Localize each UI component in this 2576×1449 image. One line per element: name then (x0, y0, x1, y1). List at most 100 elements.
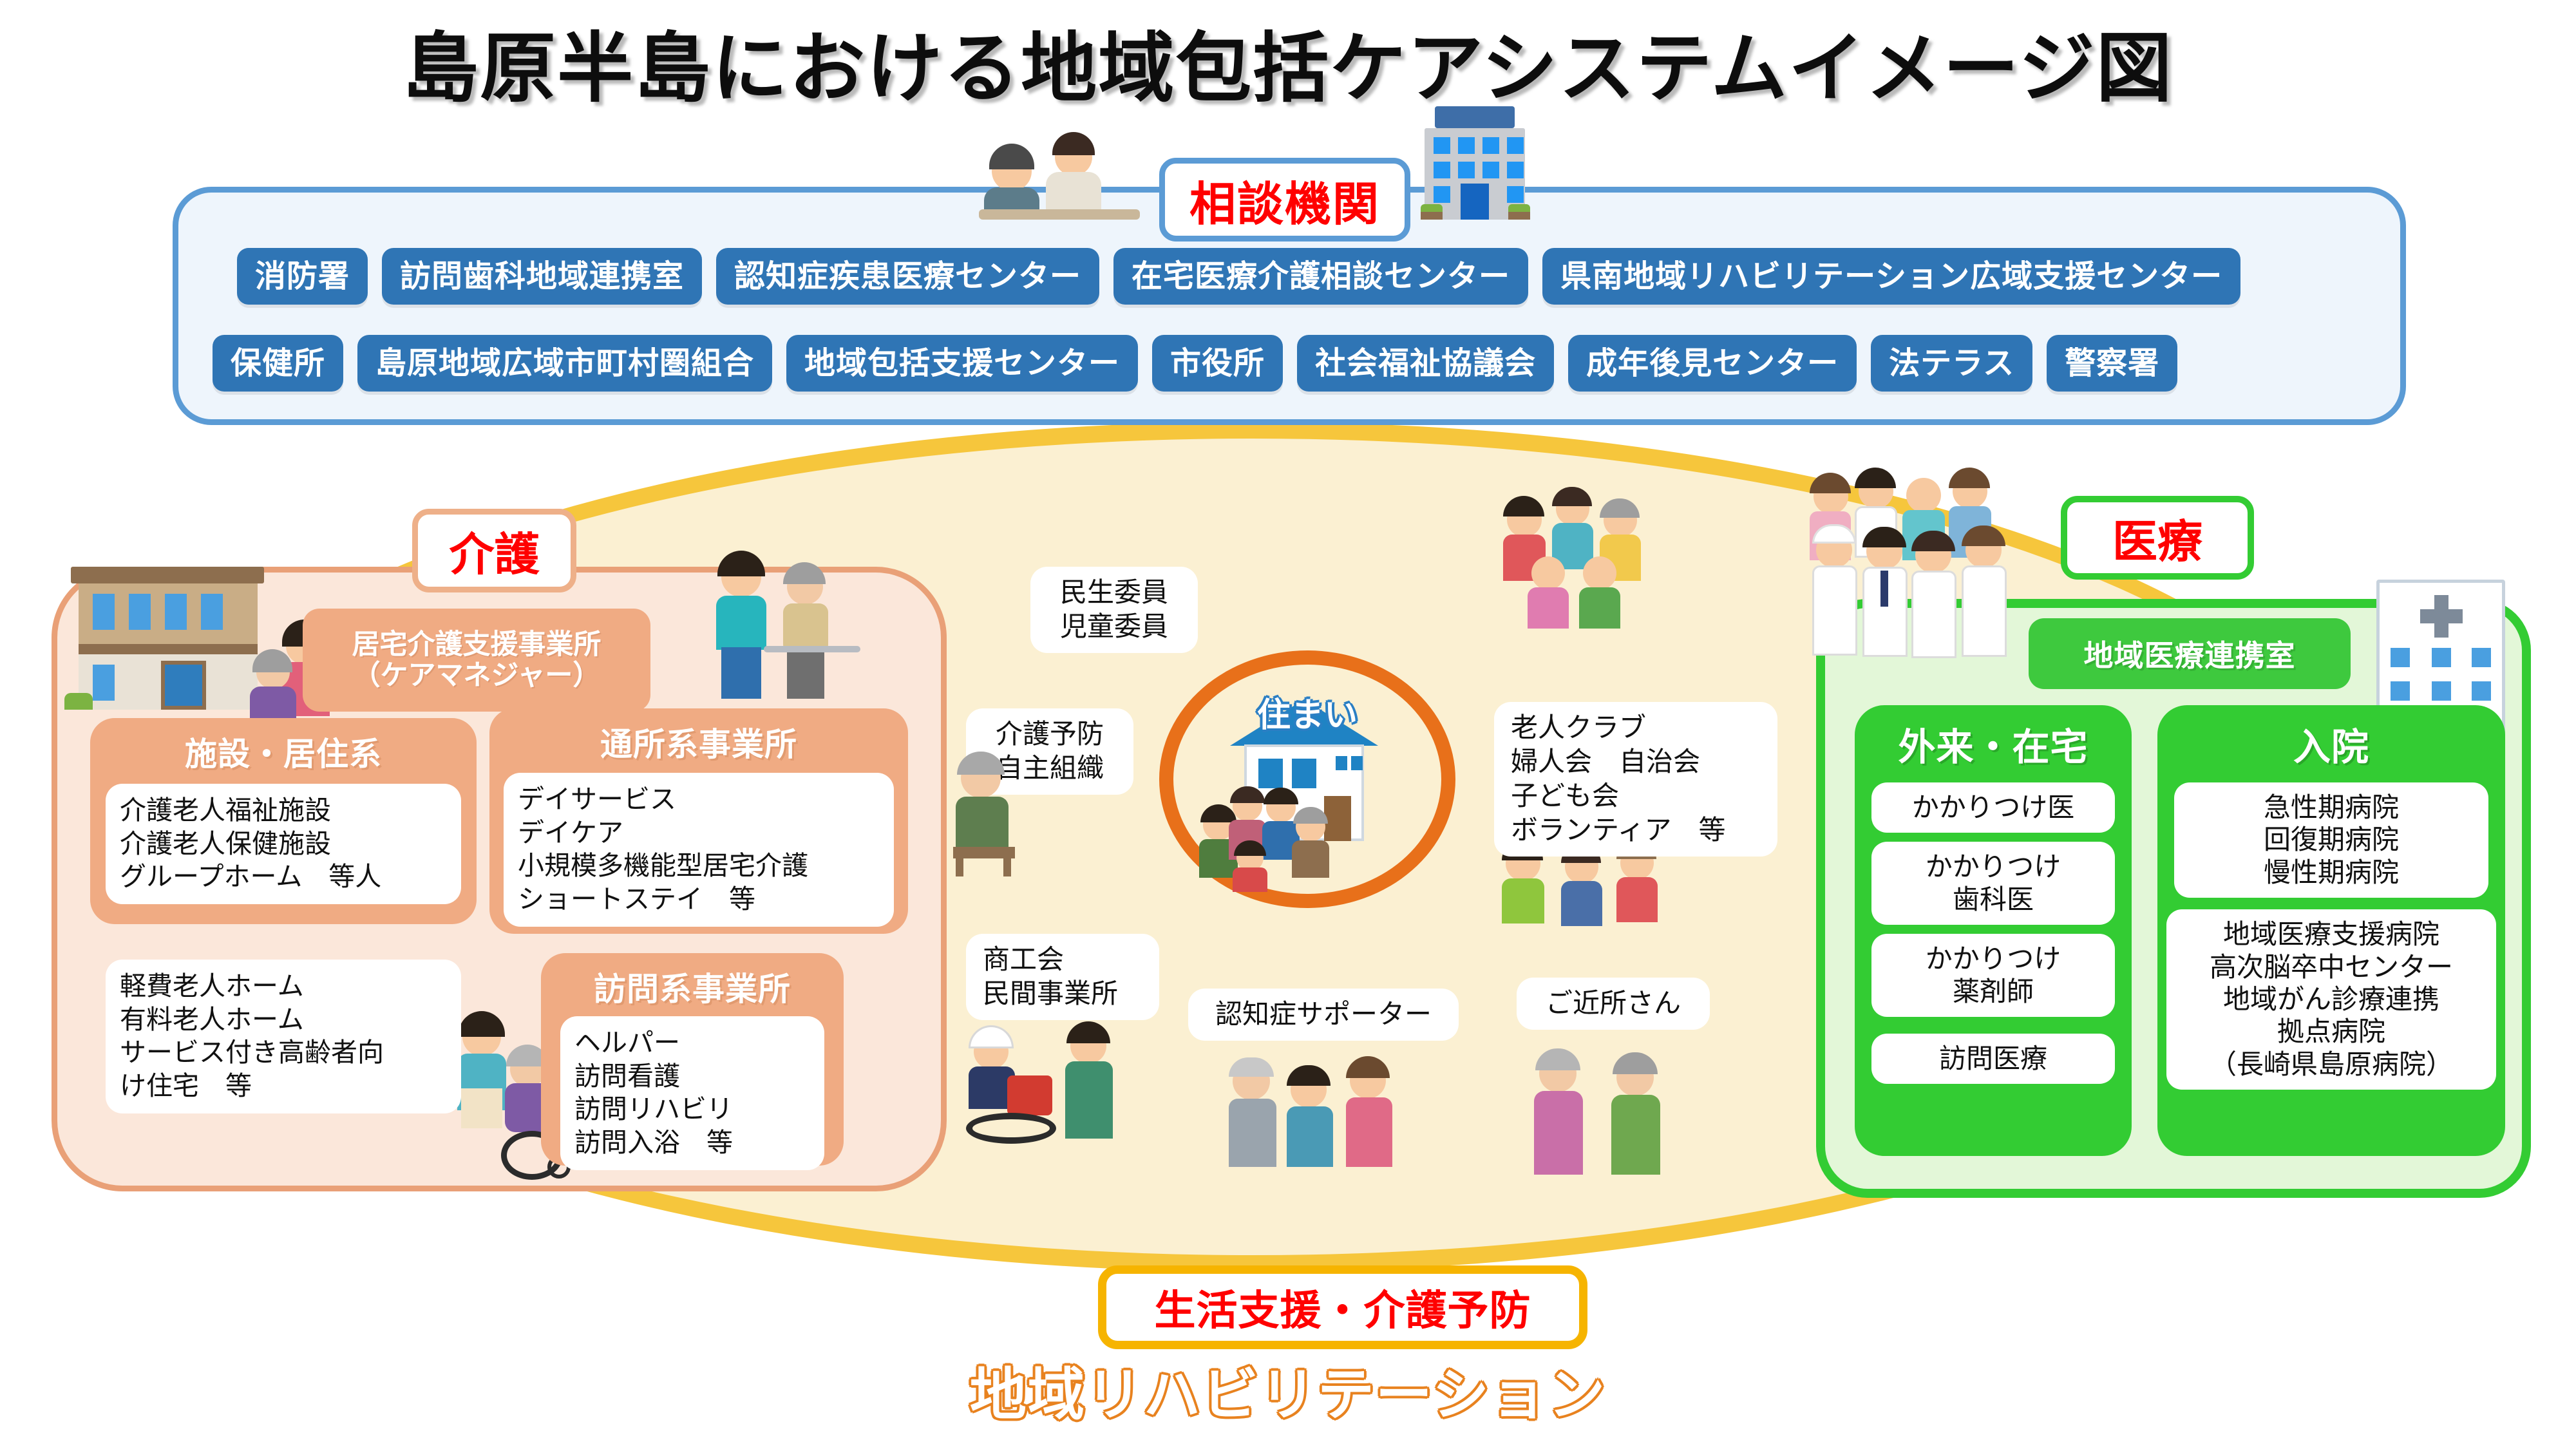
neighbour-elders-icon (1526, 1043, 1707, 1185)
medical-item: かかりつけ 歯科医 (1871, 842, 2115, 925)
list-item: 地域がん診療連携 (2222, 983, 2439, 1015)
care-group-daycare-items: デイサービス デイケア 小規模多機能型居宅介護 ショートステイ 等 (504, 773, 894, 927)
list-item: かかりつけ (1925, 851, 2061, 883)
care-group-visit-title: 訪問系事業所 (594, 971, 791, 1008)
list-item: ボランティア 等 (1511, 813, 1726, 846)
care-group-daycare-title: 通所系事業所 (600, 726, 797, 763)
list-item: 回復期病院 (2263, 824, 2399, 856)
consultation-chip[interactable]: 地域包括支援センター (786, 335, 1139, 392)
list-item: 急性期病院 (2263, 791, 2399, 823)
list-item: グループホーム 等人 (120, 861, 382, 893)
shokokai-box: 商工会 民間事業所 (966, 934, 1159, 1020)
medical-column-inpatient: 入院 急性期病院 回復期病院 慢性期病院 地域医療支援病院 高次脳卒中センター … (2157, 705, 2505, 1156)
medical-item: 地域医療支援病院 高次脳卒中センター 地域がん診療連携 拠点病院 （長崎県島原病… (2166, 909, 2496, 1090)
list-item: 民生委員 (1059, 576, 1168, 608)
consultation-chip[interactable]: 保健所 (213, 335, 344, 392)
consultation-chip[interactable]: 法テラス (1871, 335, 2033, 392)
list-item: デイサービス (518, 784, 676, 815)
list-item: 認知症サポーター (1215, 998, 1432, 1030)
consultation-row-1: 消防署訪問歯科地域連携室認知症疾患医療センター在宅医療介護相談センター県南地域リ… (237, 248, 2241, 305)
rehabilitation-label: 地域リハビリテーション (969, 1361, 1607, 1428)
list-item: 児童委員 (1059, 610, 1168, 642)
city-hall-icon (1417, 106, 1533, 222)
care-group-daycare: 通所系事業所 デイサービス デイケア 小規模多機能型居宅介護 ショートステイ 等 (489, 708, 908, 934)
consultation-row-2: 保健所島原地域広域市町村圏組合地域包括支援センター市役所社会福祉協議会成年後見セ… (213, 335, 2178, 392)
list-item: （長崎県島原病院） (2209, 1048, 2453, 1080)
consultation-chip[interactable]: 島原地域広域市町村圏組合 (357, 335, 773, 392)
list-item: かかりつけ (1925, 943, 2061, 975)
exercising-people-icon (1494, 487, 1681, 631)
postman-shopstaff-icon (960, 1018, 1140, 1159)
care-manager-box: 居宅介護支援事業所 （ケアマネジャー） (303, 609, 650, 712)
care-group-facility-title: 施設・居住系 (185, 735, 382, 773)
list-item: 介護予防 (995, 718, 1104, 750)
list-item: 自主組織 (995, 752, 1104, 784)
list-item: 拠点病院 (2277, 1016, 2385, 1048)
list-item: 訪問入浴 等 (574, 1126, 733, 1158)
family-group-icon (1199, 782, 1341, 892)
list-item: 介護老人福祉施設 (120, 795, 331, 826)
list-item: 薬剤師 (1952, 975, 2034, 1007)
medical-column-inpatient-title: 入院 (2293, 725, 2369, 769)
care-group-visit: 訪問系事業所 ヘルパー 訪問看護 訪問リハビリ 訪問入浴 等 (541, 953, 844, 1170)
list-item: 訪問リハビリ (574, 1094, 733, 1125)
medical-liaison-box: 地域医療連携室 (2029, 618, 2351, 689)
consultation-chip[interactable]: 消防署 (237, 248, 368, 305)
consultation-label: 相談機関 (1159, 158, 1410, 242)
consultation-chip[interactable]: 市役所 (1152, 335, 1283, 392)
consultation-chip[interactable]: 警察署 (2047, 335, 2178, 392)
list-item: 訪問看護 (574, 1060, 680, 1092)
care-group-facility-items-1: 介護老人福祉施設 介護老人保健施設 グループホーム 等人 (106, 784, 461, 904)
list-item: ショートステイ 等 (518, 883, 755, 914)
meeting-people-icon (979, 132, 1140, 220)
house-icon (1211, 683, 1404, 876)
medical-item: 急性期病院 回復期病院 慢性期病院 (2174, 782, 2488, 898)
list-item: 歯科医 (1952, 883, 2034, 915)
care-manager-line-1: 居宅介護支援事業所 (352, 628, 601, 661)
care-group-facility: 施設・居住系 介護老人福祉施設 介護老人保健施設 グループホーム 等人 (90, 718, 477, 924)
medical-item: かかりつけ 薬剤師 (1871, 934, 2115, 1017)
list-item: 有料老人ホーム (120, 1003, 304, 1035)
list-item: 軽費老人ホーム (120, 971, 304, 1001)
consultation-chip[interactable]: 成年後見センター (1568, 335, 1857, 392)
list-item: け住宅 等 (120, 1070, 252, 1101)
list-item: 介護老人保健施設 (120, 828, 331, 859)
list-item: サービス付き高齢者向 (120, 1037, 384, 1068)
list-item: かかりつけ医 (1911, 791, 2075, 823)
list-item: 老人クラブ (1511, 712, 1647, 743)
list-item: 小規模多機能型居宅介護 (518, 850, 808, 882)
list-item: 地域医療支援病院 (2222, 918, 2439, 951)
list-item: 民間事業所 (983, 977, 1119, 1009)
medical-item: 訪問医療 (1871, 1033, 2115, 1084)
list-item: 子ども会 (1511, 779, 1620, 811)
consultation-chip[interactable]: 社会福祉協議会 (1297, 335, 1555, 392)
medical-staff-group-icon (1810, 468, 2080, 683)
ninchisho-supporter-box: 認知症サポーター (1188, 989, 1459, 1041)
care-label: 介護 (412, 509, 576, 592)
page-title: 島原半島における地域包括ケアシステムイメージ図 (402, 24, 2174, 113)
list-item: 訪問医療 (1938, 1042, 2047, 1074)
life-support-label: 生活支援・介護予防 (1098, 1265, 1587, 1349)
list-item: 商工会 (983, 943, 1065, 975)
care-manager-line-2: （ケアマネジャー） (352, 659, 601, 692)
list-item: 慢性期病院 (2263, 856, 2399, 888)
list-item: 婦人会 自治会 (1511, 745, 1701, 777)
rojin-club-box: 老人クラブ 婦人会 自治会 子ども会 ボランティア 等 (1494, 702, 1777, 857)
consultation-chip[interactable]: 訪問歯科地域連携室 (382, 248, 703, 305)
minsei-iin-box: 民生委員 児童委員 (1030, 567, 1198, 653)
kaigo-yobou-box: 介護予防 自主組織 (966, 708, 1133, 795)
consultation-chip[interactable]: 在宅医療介護相談センター (1113, 248, 1529, 305)
rehab-walking-icon (702, 551, 863, 718)
medical-column-outpatient: 外来・在宅 かかりつけ医 かかりつけ 歯科医 かかりつけ 薬剤師 訪問医療 (1855, 705, 2132, 1156)
gokinjo-san-box: ご近所さん (1517, 978, 1710, 1030)
consultation-chip[interactable]: 県南地域リハビリテーション広域支援センター (1542, 248, 2241, 305)
care-group-visit-items: ヘルパー 訪問看護 訪問リハビリ 訪問入浴 等 (560, 1016, 824, 1170)
medical-item: かかりつけ医 (1871, 782, 2115, 833)
home-label: 住まい (1256, 696, 1358, 735)
list-item: デイケア (518, 817, 623, 848)
seated-elder-icon (947, 750, 1043, 879)
consultation-chip[interactable]: 認知症疾患医療センター (716, 248, 1100, 305)
list-item: ヘルパー (574, 1027, 680, 1058)
medical-column-outpatient-title: 外来・在宅 (1898, 725, 2088, 769)
